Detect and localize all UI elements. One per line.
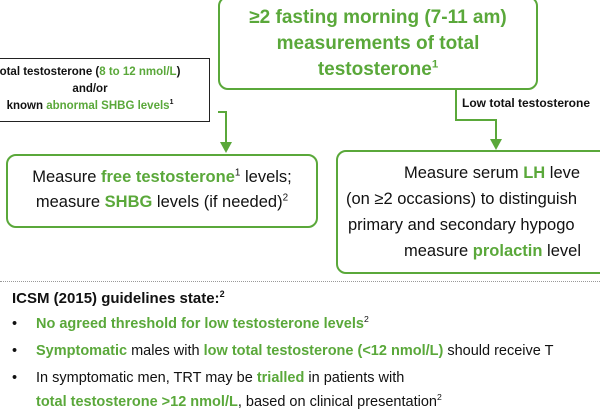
guideline-text: No agreed threshold for low testosterone…	[36, 314, 369, 332]
right-box-line2: (on ≥2 occasions) to distinguish	[346, 190, 578, 208]
condition-line1: otal testosterone (8 to 12 nmol/L)	[0, 64, 209, 81]
left-line1-text: Measure	[32, 168, 102, 186]
left-line1-end: levels;	[240, 168, 292, 186]
free-testosterone-box: Measure free testosterone1 levels; measu…	[6, 154, 318, 228]
footnote-marker: 2	[363, 314, 369, 325]
guideline-highlight: low total testosterone (<12 nmol/L)	[203, 343, 444, 359]
bullet-dot: •	[12, 316, 18, 332]
footnote-marker: 2	[282, 192, 289, 204]
footnote-marker: 1	[234, 167, 241, 179]
condition-line3: known abnormal SHBG levels1	[0, 98, 209, 115]
left-box-line2: measure SHBG levels (if needed)2	[8, 190, 316, 215]
guideline-highlight: Symptomatic	[36, 343, 128, 359]
arrowhead-left	[220, 142, 232, 153]
free-testosterone-highlight: free testosterone	[101, 168, 235, 186]
guideline-plain: In symptomatic men, TRT may be	[36, 370, 257, 386]
guideline-highlight: trialled	[256, 370, 305, 386]
right-box-line3: primary and secondary hypogo	[348, 216, 575, 234]
guideline-plain: should receive T	[443, 343, 554, 359]
right-line4-text: measure	[404, 242, 473, 260]
footnote-marker: 1	[169, 99, 174, 107]
condition-line3-text: known	[6, 100, 47, 112]
guideline-highlight: No agreed threshold for low testosterone…	[36, 316, 364, 332]
top-box-line1: ≥2 fasting morning (7-11 am)	[249, 7, 507, 28]
condition-line2: and/or	[72, 83, 108, 95]
connector-top-to-left	[218, 111, 227, 144]
right-box-line4: measure prolactin level	[404, 238, 600, 264]
left-line2-end: levels (if needed)	[152, 193, 283, 211]
serum-lh-box: Measure serum LH leve (on ≥2 occasions) …	[336, 150, 600, 274]
condition-line1-end: )	[176, 66, 181, 78]
condition-shbg: abnormal SHBG levels	[46, 100, 170, 112]
guideline-highlight: total testosterone >12 nmol/L	[36, 394, 238, 410]
right-box-line1: Measure serum LH leve	[404, 160, 600, 186]
section-divider	[0, 281, 600, 282]
bullet-dot: •	[12, 370, 18, 386]
left-line2-text: measure	[35, 193, 105, 211]
fasting-measurements-box: ≥2 fasting morning (7-11 am) measurement…	[218, 0, 538, 90]
guideline-text: Symptomatic males with low total testost…	[36, 343, 553, 359]
guideline-plain: males with	[127, 343, 204, 359]
footnote-marker: 2	[219, 289, 225, 299]
guideline-plain: , based on clinical presentation	[237, 394, 437, 410]
right-line4-end: level	[542, 242, 581, 260]
prolactin-highlight: prolactin	[472, 242, 543, 260]
condition-box: otal testosterone (8 to 12 nmol/L) and/o…	[0, 58, 210, 122]
top-box-line3: testosterone1	[220, 57, 536, 83]
guideline-plain: in patients with	[304, 370, 405, 386]
low-testosterone-label: Low total testosterone	[462, 96, 591, 110]
condition-range: 8 to 12 nmol/L	[99, 66, 177, 78]
arrowhead-right	[490, 139, 502, 150]
top-box-line2: measurements of total	[276, 33, 480, 54]
shbg-highlight: SHBG	[104, 193, 153, 211]
right-line1-end: leve	[545, 164, 581, 182]
footnote-marker: 1	[431, 58, 439, 71]
condition-line1-text: otal testosterone (	[0, 66, 100, 78]
lh-highlight: LH	[523, 164, 546, 182]
guideline-text: In symptomatic men, TRT may be trialled …	[36, 370, 404, 386]
guidelines-title-text: ICSM (2015) guidelines state:	[12, 290, 220, 307]
right-line1-text: Measure serum	[404, 164, 524, 182]
bullet-dot: •	[12, 343, 18, 359]
connector-top-to-right	[455, 90, 497, 140]
guideline-text: total testosterone >12 nmol/L, based on …	[36, 392, 442, 410]
footnote-marker: 2	[436, 392, 442, 403]
top-box-line3-text: testosterone	[317, 59, 432, 80]
guidelines-title: ICSM (2015) guidelines state:2	[12, 289, 225, 308]
left-box-line1: Measure free testosterone1 levels;	[8, 165, 316, 190]
